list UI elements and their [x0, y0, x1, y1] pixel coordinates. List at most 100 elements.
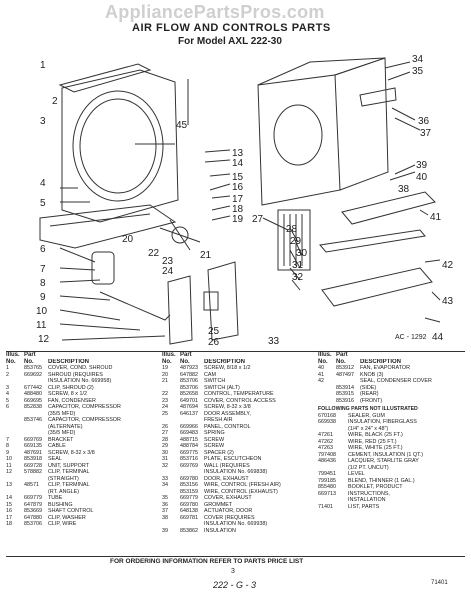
- callout-3: 3: [40, 116, 46, 127]
- callout-5: 5: [40, 198, 46, 209]
- part-desc: SCREW: [204, 443, 225, 449]
- part-no: 21: [162, 378, 168, 384]
- part-part: 647880: [24, 514, 42, 521]
- housing-top: [257, 57, 386, 86]
- part-desc: SCREW, 8-32 x 3/8: [48, 449, 95, 456]
- callout-33: 33: [268, 336, 280, 345]
- part-desc: CABLE: [48, 443, 66, 449]
- callout-44: 44: [432, 332, 444, 343]
- part-no: 29: [162, 443, 168, 449]
- part-desc: LACQUER, STARLITE GRAY: [348, 458, 419, 464]
- callout-29: 29: [290, 236, 302, 247]
- part-no: 35: [162, 495, 168, 501]
- callout-15: 15: [232, 172, 244, 183]
- callout-20: 20: [122, 234, 134, 245]
- callout-8: 8: [40, 278, 46, 289]
- exhaust-cover: [359, 87, 397, 107]
- part-row: INSULATION No. 669938): [162, 521, 312, 528]
- seal-rear: [321, 267, 433, 307]
- part-no: 25: [162, 410, 168, 417]
- part-desc: WIRE, RED (25 FT.): [348, 438, 397, 445]
- part-desc: (STRAIGHT): [48, 475, 79, 482]
- shroud-cover: [58, 63, 152, 93]
- part-part: 669483: [180, 430, 198, 436]
- part-part: 669780: [180, 501, 198, 508]
- part-desc: COVER, EXHAUST: [204, 495, 252, 501]
- callout-12: 12: [38, 334, 50, 345]
- callout-9: 9: [40, 292, 46, 303]
- part-desc: INSULATION No. 669958): [48, 378, 112, 384]
- part-row: (RT. ANGLE): [6, 489, 156, 496]
- not-illustrated-row: (1/2 PT. UNCUT): [318, 465, 466, 472]
- part-part: 853669: [24, 508, 42, 514]
- part-desc: GROMMET: [204, 501, 233, 508]
- part-no: 40: [318, 365, 324, 371]
- part-desc: INSULATION No. 669938): [204, 521, 268, 527]
- part-desc: CLIP, TERMINAL: [48, 469, 90, 475]
- part-no: 24: [162, 404, 168, 410]
- part-desc: SCREW, 8/18 x 1/2: [204, 365, 251, 371]
- table-bottom-rule: [6, 556, 465, 557]
- part-row: INSULATION No. 669838): [162, 469, 312, 476]
- part-desc: (ALTERNATE): [48, 423, 83, 430]
- callout-19: 19: [232, 214, 244, 225]
- not-illustrated-row: (1/4" x 24" x 48"): [318, 426, 466, 433]
- part-no: 41: [318, 371, 324, 378]
- part-part: 669713: [318, 490, 336, 497]
- part-no: 9: [6, 449, 9, 456]
- part-no: 38: [162, 514, 168, 521]
- page-code: 222 - G - 3: [213, 580, 257, 590]
- part-desc: FAN, EVAPORATOR: [360, 365, 411, 371]
- part-no: 16: [6, 508, 12, 514]
- part-desc: COVER, COND. SHROUD: [48, 365, 113, 371]
- cable: [99, 291, 171, 321]
- part-part: 853706: [180, 384, 198, 391]
- part-desc: INSULATION, FIBERGLASS: [348, 419, 417, 425]
- part-no: 33: [162, 475, 168, 482]
- part-no: 8: [6, 443, 9, 449]
- part-part: 647879: [24, 501, 42, 508]
- part-part: 48571: [24, 482, 39, 488]
- part-no: 39: [162, 527, 168, 534]
- part-desc: TUBE: [48, 495, 63, 501]
- part-part: 853706: [180, 378, 198, 384]
- part-part: 488784: [180, 443, 198, 449]
- part-desc: FAN, CONDENSER: [48, 397, 96, 404]
- part-part: 669966: [180, 423, 198, 430]
- callout-36: 36: [418, 116, 430, 127]
- housing-opening: [273, 104, 323, 166]
- callout-40: 40: [416, 172, 428, 183]
- part-no: 10: [6, 456, 12, 462]
- part-row: (ALTERNATE): [6, 424, 156, 431]
- part-part: 487694: [180, 404, 198, 410]
- part-no: 18: [6, 521, 12, 527]
- part-part: 669779: [24, 495, 42, 501]
- part-desc: WIRE, BLACK (25 FT.): [348, 432, 403, 438]
- part-desc: LIST, PARTS: [348, 503, 380, 510]
- page-subtitle: For Model AXL 222-30: [178, 36, 282, 47]
- part-part: 853765: [24, 365, 42, 371]
- part-no: 23: [162, 397, 168, 404]
- part-desc: (SIDE): [360, 384, 377, 391]
- callout-10: 10: [36, 306, 48, 317]
- part-part: 487923: [180, 365, 198, 371]
- control-access-cover: [167, 275, 193, 345]
- part-row: 853914(SIDE): [318, 385, 466, 392]
- part-part: 47261: [318, 432, 333, 438]
- part-no: 19: [162, 365, 168, 371]
